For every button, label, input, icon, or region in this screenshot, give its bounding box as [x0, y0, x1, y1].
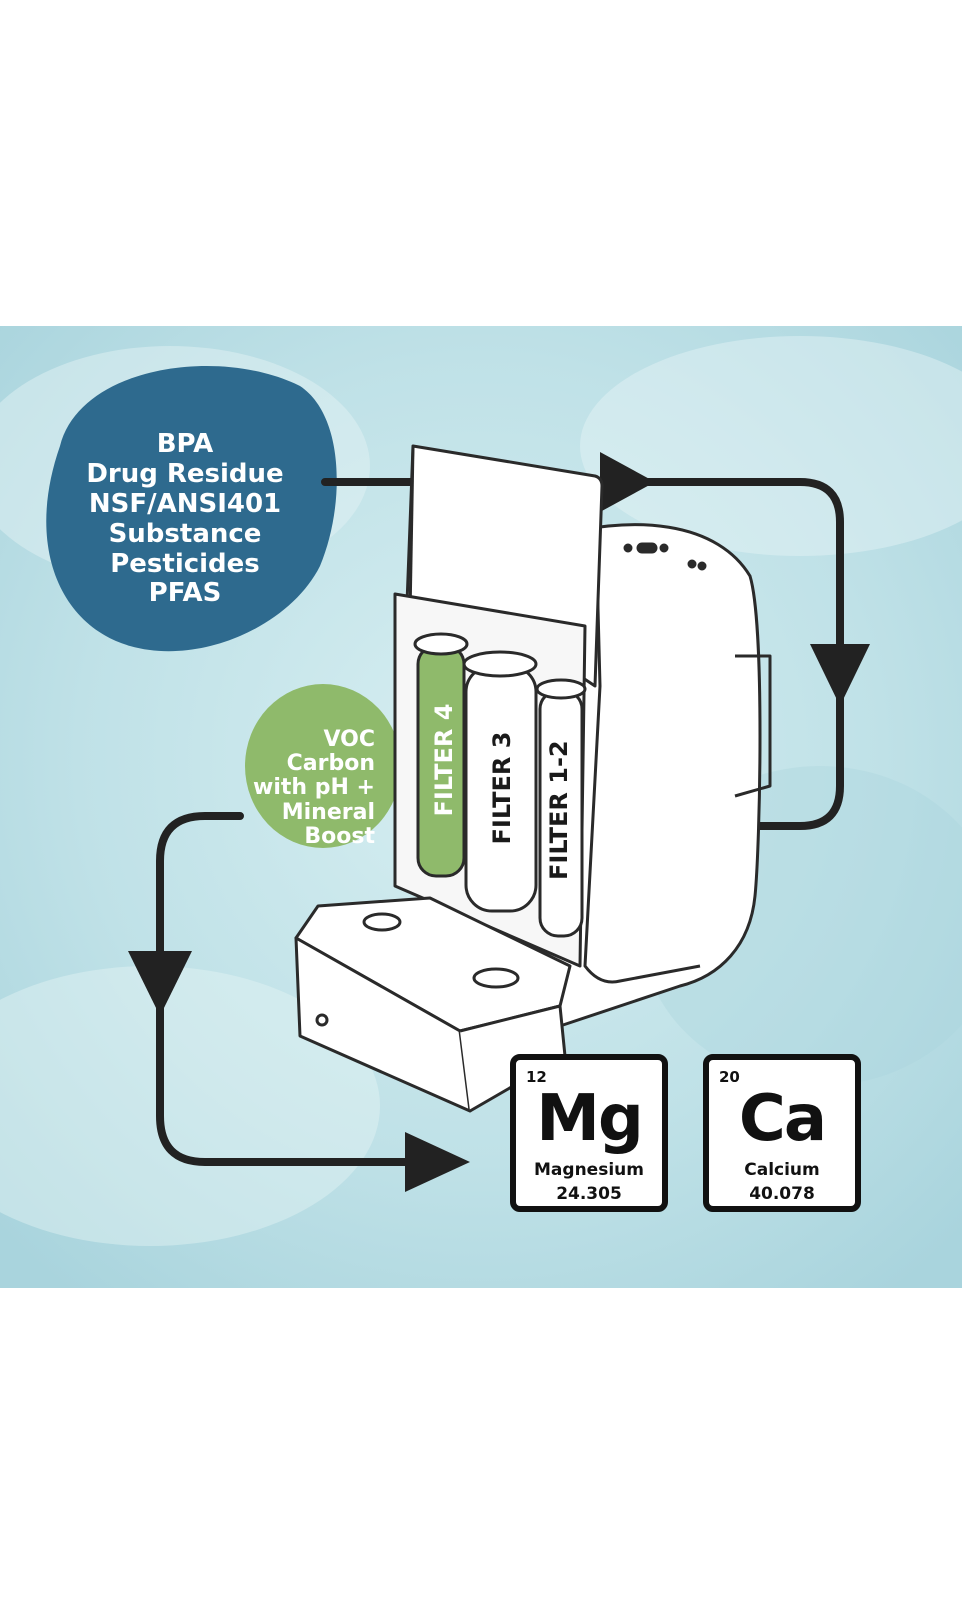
contaminant-item: NSF/ANSI401	[88, 488, 282, 519]
atomic-number: 20	[719, 1068, 740, 1086]
arrow-head-right-top	[600, 452, 655, 512]
mineral-line: Boost	[304, 823, 375, 849]
contaminant-item: Pesticides	[110, 548, 260, 579]
atomic-mass: 40.078	[749, 1184, 815, 1204]
contaminant-item: Drug Residue	[86, 458, 284, 489]
cloud-texture	[0, 966, 380, 1246]
atomic-number: 12	[526, 1068, 547, 1086]
mineral-boost-text: VOC Carbon with pH + Mineral Boost	[245, 727, 376, 849]
contaminants-blob	[46, 366, 337, 652]
contaminant-item: PFAS	[148, 578, 222, 609]
contaminant-item: BPA	[156, 429, 214, 459]
contaminant-item: Substance	[108, 518, 262, 549]
filter-3-label: FILTER 3	[488, 731, 516, 845]
element-symbol: Mg	[536, 1082, 644, 1156]
mineral-line: VOC	[323, 727, 376, 752]
element-symbol: Ca	[738, 1082, 827, 1156]
diagram-graphics	[0, 326, 962, 1288]
atomic-mass: 24.305	[556, 1184, 622, 1204]
element-name: Magnesium	[534, 1160, 644, 1180]
arrow-head-right-bottom	[405, 1132, 470, 1192]
water-purifier-illustration	[294, 444, 772, 1113]
element-name: Calcium	[744, 1160, 820, 1180]
arrow-head-down-left	[128, 951, 192, 1016]
diagram-panel: BPA Drug Residue NSF/ANSI401 Substance P…	[0, 326, 962, 1288]
magnesium-element-tile: 12 Mg Magnesium 24.305	[510, 1054, 668, 1212]
contaminants-list: BPA Drug Residue NSF/ANSI401 Substance P…	[60, 429, 310, 609]
mineral-boost-blob	[245, 684, 401, 848]
mineral-line: with pH +	[253, 775, 375, 801]
filter-1-2-label: FILTER 1-2	[545, 740, 573, 880]
filter-4-label: FILTER 4	[430, 703, 458, 817]
mineral-line: Mineral	[281, 799, 375, 825]
calcium-element-tile: 20 Ca Calcium 40.078	[703, 1054, 861, 1212]
cloud-texture	[580, 336, 962, 556]
arrow-head-down-right	[810, 644, 870, 706]
mineral-line: Carbon	[286, 751, 375, 777]
